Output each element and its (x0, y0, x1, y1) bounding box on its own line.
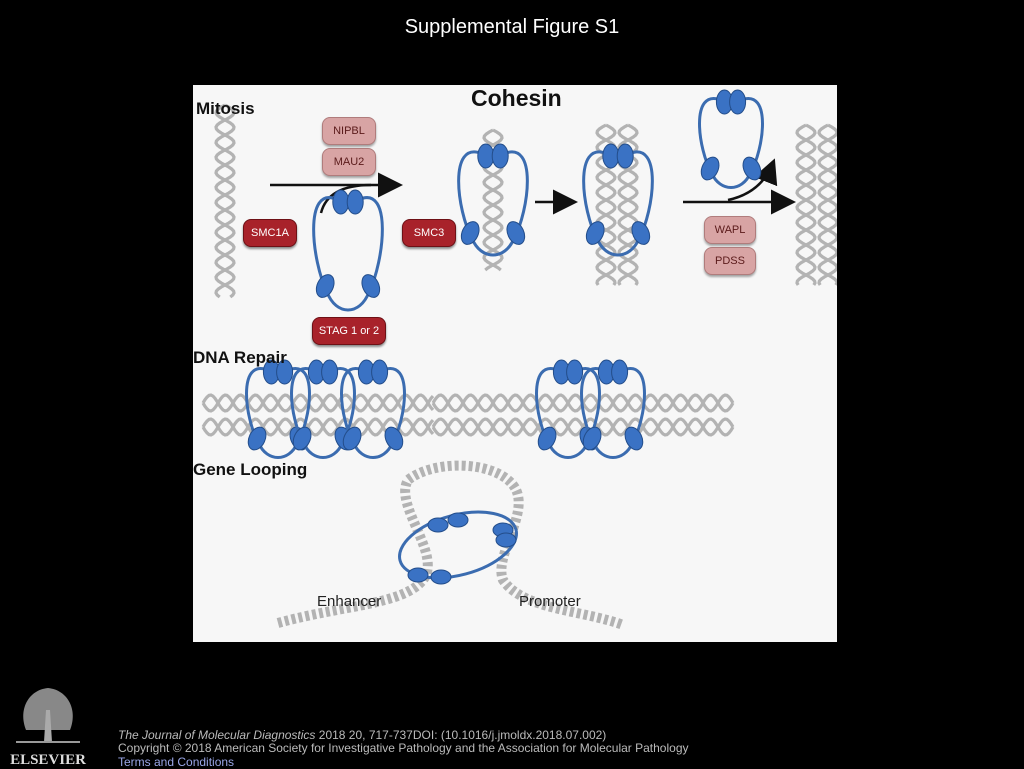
figure-title: Cohesin (471, 85, 562, 111)
citation-text: 2018 20, 717-737DOI: (10.1016/j.jmoldx.2… (315, 728, 607, 742)
dna-strand-6 (817, 123, 837, 286)
copyright-text: Copyright © 2018 American Society for In… (118, 741, 689, 755)
cohesin-loading (457, 143, 529, 257)
copyright-block: Copyright © 2018 American Society for In… (118, 741, 718, 769)
repair-cohesin-3 (340, 359, 406, 459)
repair-dna-a1 (201, 393, 435, 413)
pdss-pill: PDSS (704, 247, 756, 275)
figure-panel: Cohesin Mitosis DNA Repair Gene Looping … (193, 85, 837, 642)
elsevier-logo-icon: ELSEVIER (10, 682, 86, 768)
terms-link[interactable]: Terms and Conditions (118, 755, 235, 769)
nipbl-pill: NIPBL (322, 117, 376, 145)
cohesin-diagram (201, 89, 837, 630)
section-mitosis: Mitosis (196, 99, 255, 118)
dna-strand-5 (795, 123, 817, 286)
slide-title: Supplemental Figure S1 (404, 16, 620, 38)
repair-cohesin-5 (580, 359, 646, 459)
repair-dna-b2 (431, 417, 735, 437)
mau2-pill: MAU2 (322, 148, 376, 176)
looping-cohesin (398, 510, 518, 585)
stag-pill: STAG 1 or 2 (312, 317, 386, 345)
dna-strand-1 (214, 103, 236, 299)
section-gene-looping: Gene Looping (193, 460, 308, 479)
publisher-wordmark: ELSEVIER (10, 752, 86, 768)
journal-name: The Journal of Molecular Diagnostics (118, 728, 316, 742)
cohesin-unloaded (312, 189, 384, 312)
smc1a-pill: SMC1A (243, 219, 297, 247)
cohesin-loaded (582, 143, 654, 257)
enhancer-label: Enhancer (317, 593, 382, 610)
cohesin-released (698, 89, 764, 189)
promoter-label: Promoter (519, 593, 581, 610)
looped-dna (276, 460, 625, 630)
section-dna-repair: DNA Repair (193, 348, 287, 367)
smc3-pill: SMC3 (402, 219, 456, 247)
citation-line: The Journal of Molecular Diagnostics 201… (118, 728, 606, 742)
wapl-pill: WAPL (704, 216, 756, 244)
